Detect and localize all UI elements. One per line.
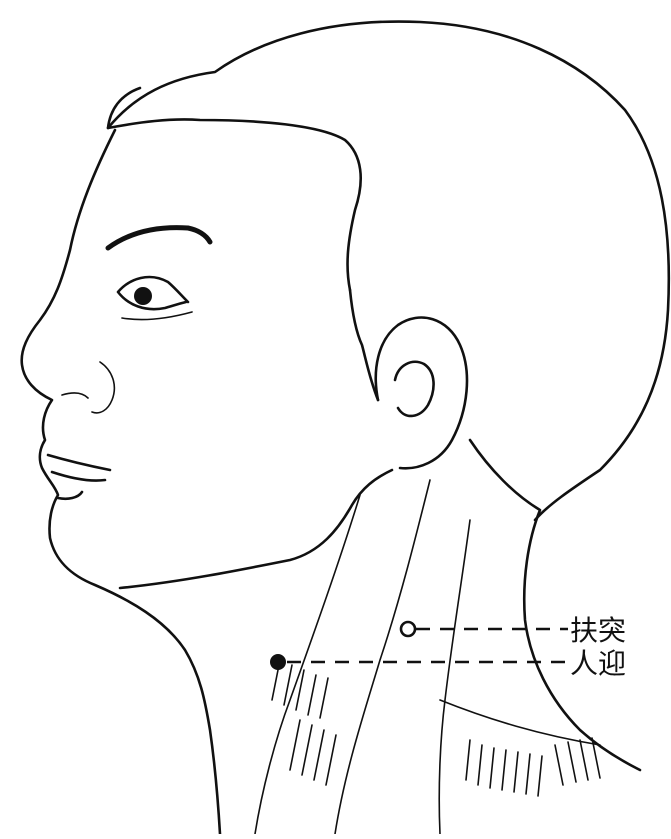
pupil <box>134 287 152 305</box>
jaw-line <box>120 470 392 588</box>
futu-point-marker <box>401 622 415 636</box>
renying-point-marker <box>270 654 286 670</box>
clavicle-line <box>440 700 600 745</box>
ear-inner <box>395 362 434 416</box>
neck-muscle-3 <box>439 520 470 834</box>
lower-eyelid <box>122 312 192 320</box>
renying-label: 人迎 <box>570 647 626 680</box>
hair-outline <box>108 22 669 520</box>
nostril <box>62 362 114 413</box>
neck-hatching <box>272 660 600 796</box>
eyebrow <box>108 228 210 248</box>
eye <box>118 277 188 309</box>
neck-muscle-2 <box>335 480 430 834</box>
sideburn <box>350 290 378 400</box>
futu-label: 扶突 <box>570 614 626 647</box>
face-profile <box>22 130 220 834</box>
ear-outer <box>376 318 467 469</box>
hairline <box>108 88 361 290</box>
